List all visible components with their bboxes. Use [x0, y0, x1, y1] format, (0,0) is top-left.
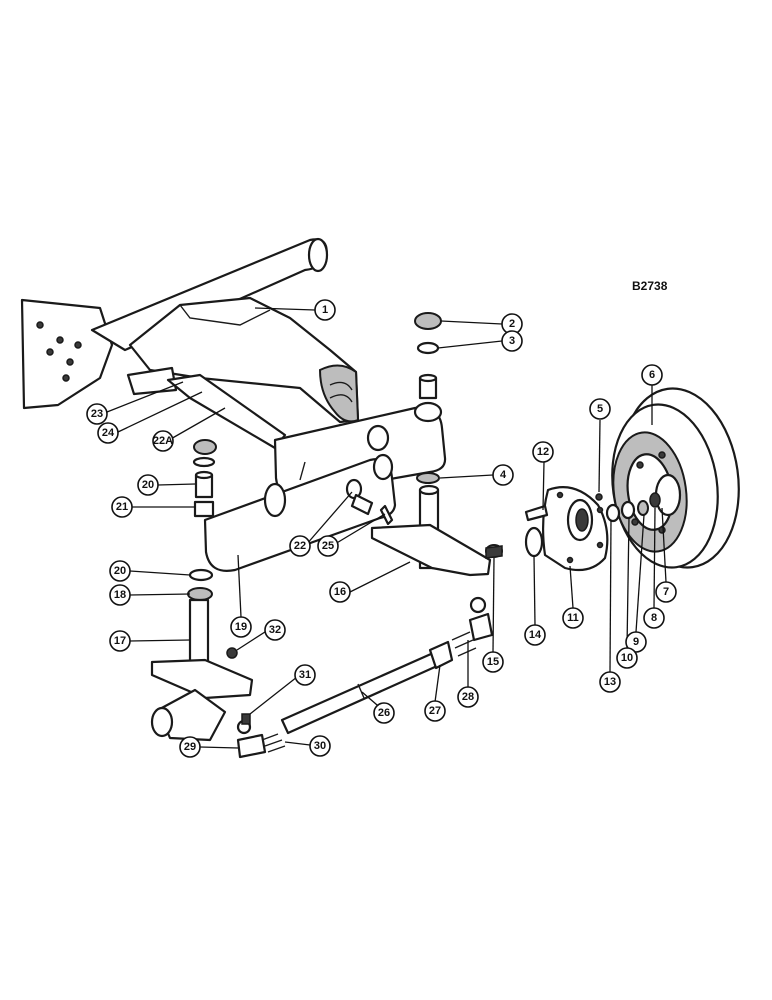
svg-text:16: 16 [334, 586, 346, 598]
callout-26: 26 [373, 702, 395, 724]
callout-17: 17 [109, 630, 131, 652]
svg-text:21: 21 [116, 501, 128, 513]
svg-text:22A: 22A [153, 435, 173, 447]
svg-text:13: 13 [604, 676, 616, 688]
svg-text:30: 30 [314, 740, 326, 752]
callout-1: 1 [314, 299, 336, 321]
callout-30: 30 [309, 735, 331, 757]
callout-11: 11 [562, 607, 584, 629]
callout-14: 14 [524, 624, 546, 646]
svg-text:19: 19 [235, 621, 247, 633]
svg-text:7: 7 [663, 586, 669, 598]
svg-text:18: 18 [114, 589, 126, 601]
callout-19: 19 [230, 616, 252, 638]
axle-beam [166, 373, 447, 572]
svg-text:20: 20 [142, 479, 154, 491]
svg-text:6: 6 [649, 369, 655, 381]
callout-10: 10 [616, 647, 638, 669]
svg-text:3: 3 [509, 335, 515, 347]
svg-text:22: 22 [294, 540, 306, 552]
wheel-hub [524, 486, 609, 572]
svg-text:31: 31 [299, 669, 311, 681]
svg-text:17: 17 [114, 635, 126, 647]
callout-4: 4 [492, 464, 514, 486]
svg-text:23: 23 [91, 408, 103, 420]
svg-text:26: 26 [378, 707, 390, 719]
svg-text:9: 9 [633, 636, 639, 648]
tie-rod-assembly [236, 596, 494, 759]
wheel-rim [595, 387, 740, 569]
callout-6: 6 [641, 364, 663, 386]
callout-7: 7 [655, 581, 677, 603]
callout-12: 12 [532, 441, 554, 463]
callout-15: 15 [482, 651, 504, 673]
callout-25: 25 [317, 535, 339, 557]
svg-text:10: 10 [621, 652, 633, 664]
upper-pin-stack [414, 312, 442, 400]
svg-text:28: 28 [462, 691, 474, 703]
callout-27: 27 [424, 700, 446, 722]
callout-28: 28 [457, 686, 479, 708]
svg-text:12: 12 [537, 446, 549, 458]
callout-32: 32 [264, 619, 286, 641]
leader-lines [106, 307, 667, 749]
svg-text:29: 29 [184, 741, 196, 753]
callout-22a: 22A [152, 430, 174, 452]
left-spindle [150, 439, 254, 742]
callout-9: 9 [625, 631, 647, 653]
svg-text:32: 32 [269, 624, 281, 636]
svg-text:4: 4 [500, 469, 507, 481]
svg-text:8: 8 [651, 612, 657, 624]
svg-text:14: 14 [529, 629, 542, 641]
callout-20-upper: 20 [137, 474, 159, 496]
frame-axle-housing [20, 237, 360, 424]
svg-text:20: 20 [114, 565, 126, 577]
svg-text:25: 25 [322, 540, 334, 552]
callout-20-lower: 20 [109, 560, 131, 582]
svg-text:5: 5 [597, 403, 603, 415]
callouts: 1 2 3 4 5 6 7 8 9 10 11 12 13 14 15 16 1… [86, 299, 677, 758]
svg-text:27: 27 [429, 705, 441, 717]
callout-18: 18 [109, 584, 131, 606]
callout-22: 22 [289, 535, 311, 557]
callout-23: 23 [86, 403, 108, 425]
svg-text:11: 11 [567, 612, 579, 624]
callout-31: 31 [294, 664, 316, 686]
svg-text:1: 1 [322, 304, 328, 316]
callout-8: 8 [643, 607, 665, 629]
svg-text:2: 2 [509, 318, 515, 330]
svg-text:15: 15 [487, 656, 499, 668]
callout-29: 29 [179, 736, 201, 758]
svg-text:24: 24 [102, 427, 115, 439]
right-spindle [370, 472, 503, 577]
callout-16: 16 [329, 581, 351, 603]
callout-3: 3 [501, 330, 523, 352]
callout-13: 13 [599, 671, 621, 693]
drawing-number: B2738 [632, 279, 668, 293]
callout-5: 5 [589, 398, 611, 420]
callout-24: 24 [97, 422, 119, 444]
callout-21: 21 [111, 496, 133, 518]
